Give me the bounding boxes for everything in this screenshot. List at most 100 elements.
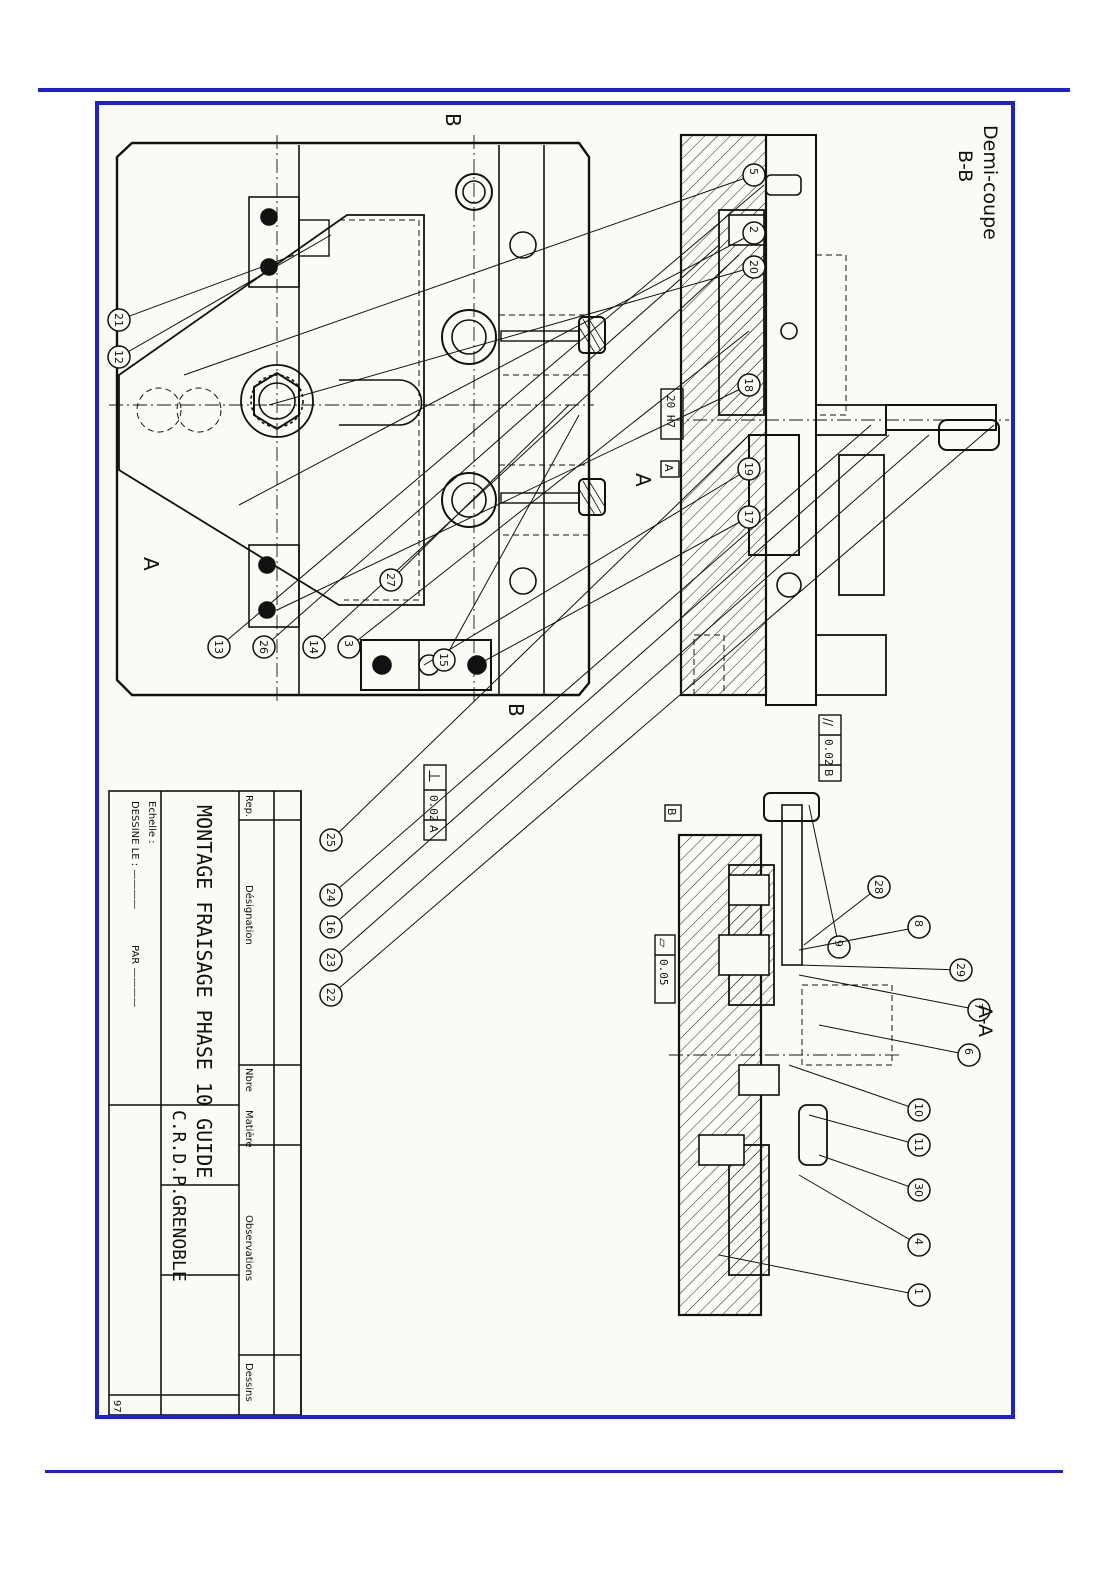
balloon-26: 26 xyxy=(252,244,720,659)
par-label: PAR ———— xyxy=(129,945,140,1007)
balloon-number: 15 xyxy=(437,653,450,667)
section-mark-b-top: B xyxy=(441,113,465,127)
balloon-circle xyxy=(107,345,131,369)
balloon-circle xyxy=(957,1043,981,1067)
bb-title-line2: B-B xyxy=(954,150,976,182)
balloon-19: 19 xyxy=(423,457,761,666)
dessine-le-label: DESSINE LE : ———— xyxy=(129,801,140,909)
aa-title: A-A xyxy=(974,1005,996,1037)
balloon-leader xyxy=(798,974,980,1011)
balloon-circle xyxy=(737,457,761,481)
balloon-20: 20 xyxy=(268,255,766,406)
balloon-number: 25 xyxy=(324,833,337,847)
balloon-circle xyxy=(742,221,766,245)
fit-callout: 20 H7 A xyxy=(660,388,684,478)
fit-label: 20 H7 xyxy=(664,395,677,428)
balloon-leader xyxy=(330,434,930,961)
balloon-leader xyxy=(183,174,755,376)
balloon-circle xyxy=(252,635,276,659)
aa-section-view xyxy=(669,792,899,1317)
balloon-12: 12 xyxy=(107,234,332,369)
balloon-number: 21 xyxy=(112,313,125,327)
bb-title-line1: Demi-coupe xyxy=(979,125,1001,240)
balloon-number: 12 xyxy=(112,350,125,364)
bb-section-view xyxy=(669,133,1009,706)
technical-drawing: 2112522018191713261432715252416232292882… xyxy=(107,113,1009,1415)
top-rule xyxy=(38,88,1070,92)
balloon-circle xyxy=(907,1178,931,1202)
balloon-circle xyxy=(379,568,403,592)
balloon-leader xyxy=(818,1024,970,1056)
datum-a-label: A xyxy=(662,464,675,472)
balloon-number: 4 xyxy=(912,1238,925,1245)
perpendicularity-frame: ⊥ 0.02 A xyxy=(423,764,447,841)
balloon-circle xyxy=(319,948,343,972)
balloon-17: 17 xyxy=(476,505,761,666)
balloon-circle xyxy=(319,983,343,1007)
balloon-circle xyxy=(867,875,891,899)
balloon-leader xyxy=(238,232,755,506)
header-dessins: Dessins xyxy=(243,1363,254,1402)
balloon-circle xyxy=(337,635,361,659)
balloon-leader xyxy=(390,404,570,581)
balloon-18: 18 xyxy=(276,373,761,611)
balloon-circle xyxy=(907,1233,931,1257)
org-name-1: C.R.D.P. xyxy=(168,1110,189,1197)
section-mark-a-right: A xyxy=(631,473,655,487)
balloon-circle xyxy=(319,828,343,852)
balloon-number: 14 xyxy=(307,640,320,654)
balloon-leader xyxy=(330,424,872,896)
balloon-9: 9 xyxy=(808,804,851,959)
drawing-title: MONTAGE FRAISAGE PHASE 10 GUIDE xyxy=(192,805,216,1178)
balloon-leader xyxy=(808,1114,920,1146)
balloon-leader xyxy=(443,414,580,661)
balloon-13: 13 xyxy=(207,184,765,659)
plan-view xyxy=(109,135,606,705)
flatness-value: 0.05 xyxy=(657,959,670,986)
section-mark-a-left: A xyxy=(139,557,163,571)
balloon-number: 23 xyxy=(324,953,337,967)
balloon-leader xyxy=(423,468,750,666)
balloon-15: 15 xyxy=(432,414,580,672)
balloon-30: 30 xyxy=(818,1154,931,1202)
balloon-number: 2 xyxy=(747,226,760,233)
balloon-number: 24 xyxy=(324,888,337,902)
balloon-number: 28 xyxy=(872,880,885,894)
balloon-leader xyxy=(118,254,295,321)
balloon-number: 10 xyxy=(912,1103,925,1117)
balloon-1: 1 xyxy=(718,1254,931,1307)
balloon-number: 20 xyxy=(747,260,760,274)
balloon-10: 10 xyxy=(788,1064,931,1122)
balloon-leader xyxy=(803,886,880,946)
balloon-11: 11 xyxy=(808,1114,931,1157)
balloon-number: 16 xyxy=(324,920,337,934)
balloon-number: 18 xyxy=(742,378,755,392)
balloon-circle xyxy=(742,163,766,187)
balloon-circle xyxy=(319,883,343,907)
balloon-number: 3 xyxy=(342,640,355,647)
balloon-leader xyxy=(798,1174,920,1246)
balloon-4: 4 xyxy=(798,1174,931,1257)
balloon-circle xyxy=(207,635,231,659)
header-rep: Rep. xyxy=(243,795,254,817)
balloon-leader xyxy=(788,1064,920,1111)
header-designation: Désignation xyxy=(243,885,255,945)
bottom-rule xyxy=(45,1470,1063,1473)
parallelism-frame: // 0.02 B xyxy=(818,714,842,782)
balloon-circle xyxy=(907,1133,931,1157)
balloon-leader xyxy=(818,1154,920,1191)
balloon-number: 22 xyxy=(324,988,337,1002)
balloon-leader xyxy=(348,330,750,648)
balloon-leader xyxy=(263,244,720,648)
perp-datum: A xyxy=(427,825,440,833)
section-mark-b-bottom: B xyxy=(504,703,528,717)
balloon-leader xyxy=(118,234,332,358)
balloon-leader xyxy=(268,266,755,406)
balloon-number: 9 xyxy=(832,940,845,947)
header-observations: Observations xyxy=(243,1215,254,1281)
balloon-number: 1 xyxy=(912,1288,925,1295)
balloon-circle xyxy=(737,373,761,397)
balloon-circle xyxy=(949,958,973,982)
